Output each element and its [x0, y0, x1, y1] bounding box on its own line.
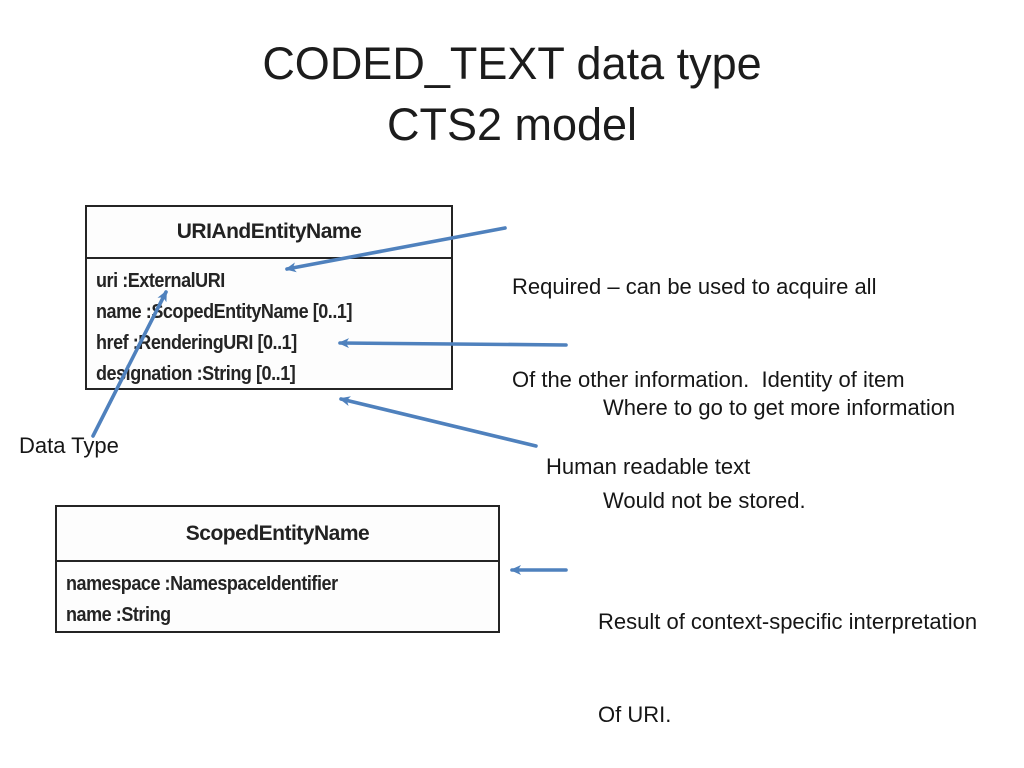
- uml-class-box-scopedentityname: ScopedEntityName namespace :NamespaceIde…: [55, 505, 500, 633]
- uml-attribute: namespace :NamespaceIdentifier: [66, 573, 338, 595]
- uml-attribute: uri :ExternalURI: [96, 270, 225, 292]
- annotation-line: Of URI.: [598, 702, 672, 727]
- annotation-line: Would not be stored.: [603, 488, 806, 513]
- annotation-line: Required – can be used to acquire all: [512, 274, 877, 299]
- annotation-line: Result of context-specific interpretatio…: [598, 609, 978, 634]
- uml-attribute: name :ScopedEntityName [0..1]: [96, 301, 353, 323]
- annotation-human-readable: Human readable text: [546, 454, 751, 479]
- uml-class-box-uriandentityname: URIAndEntityName uri :ExternalURI name :…: [85, 205, 453, 390]
- annotation-where-to-go: Where to go to get more information Woul…: [603, 330, 955, 578]
- uml-attribute-list: uri :ExternalURI name :ScopedEntityName …: [87, 259, 451, 390]
- annotation-line: Where to go to get more information: [603, 395, 956, 420]
- uml-class-title: ScopedEntityName: [57, 507, 498, 562]
- annotation-required: Required – can be used to acquire all Of…: [512, 209, 905, 457]
- slide-title-line1: CODED_TEXT data type: [262, 38, 762, 89]
- slide-title-line2: CTS2 model: [386, 98, 638, 150]
- annotation-data-type: Data Type: [19, 433, 119, 458]
- arrow-human-readable-to-box-icon: [339, 396, 538, 448]
- annotation-result: Result of context-specific interpretatio…: [598, 544, 977, 768]
- uml-attribute: designation :String [0..1]: [96, 363, 296, 385]
- uml-attribute-list: namespace :NamespaceIdentifier name :Str…: [57, 562, 498, 631]
- slide-title: CODED_TEXT data type CTS2 model: [0, 34, 1024, 156]
- annotation-line: Of the other information. Identity of it…: [512, 367, 905, 392]
- uml-attribute: name :String: [66, 604, 171, 626]
- uml-attribute: href :RenderingURI [0..1]: [96, 332, 297, 354]
- uml-class-title: URIAndEntityName: [87, 207, 451, 259]
